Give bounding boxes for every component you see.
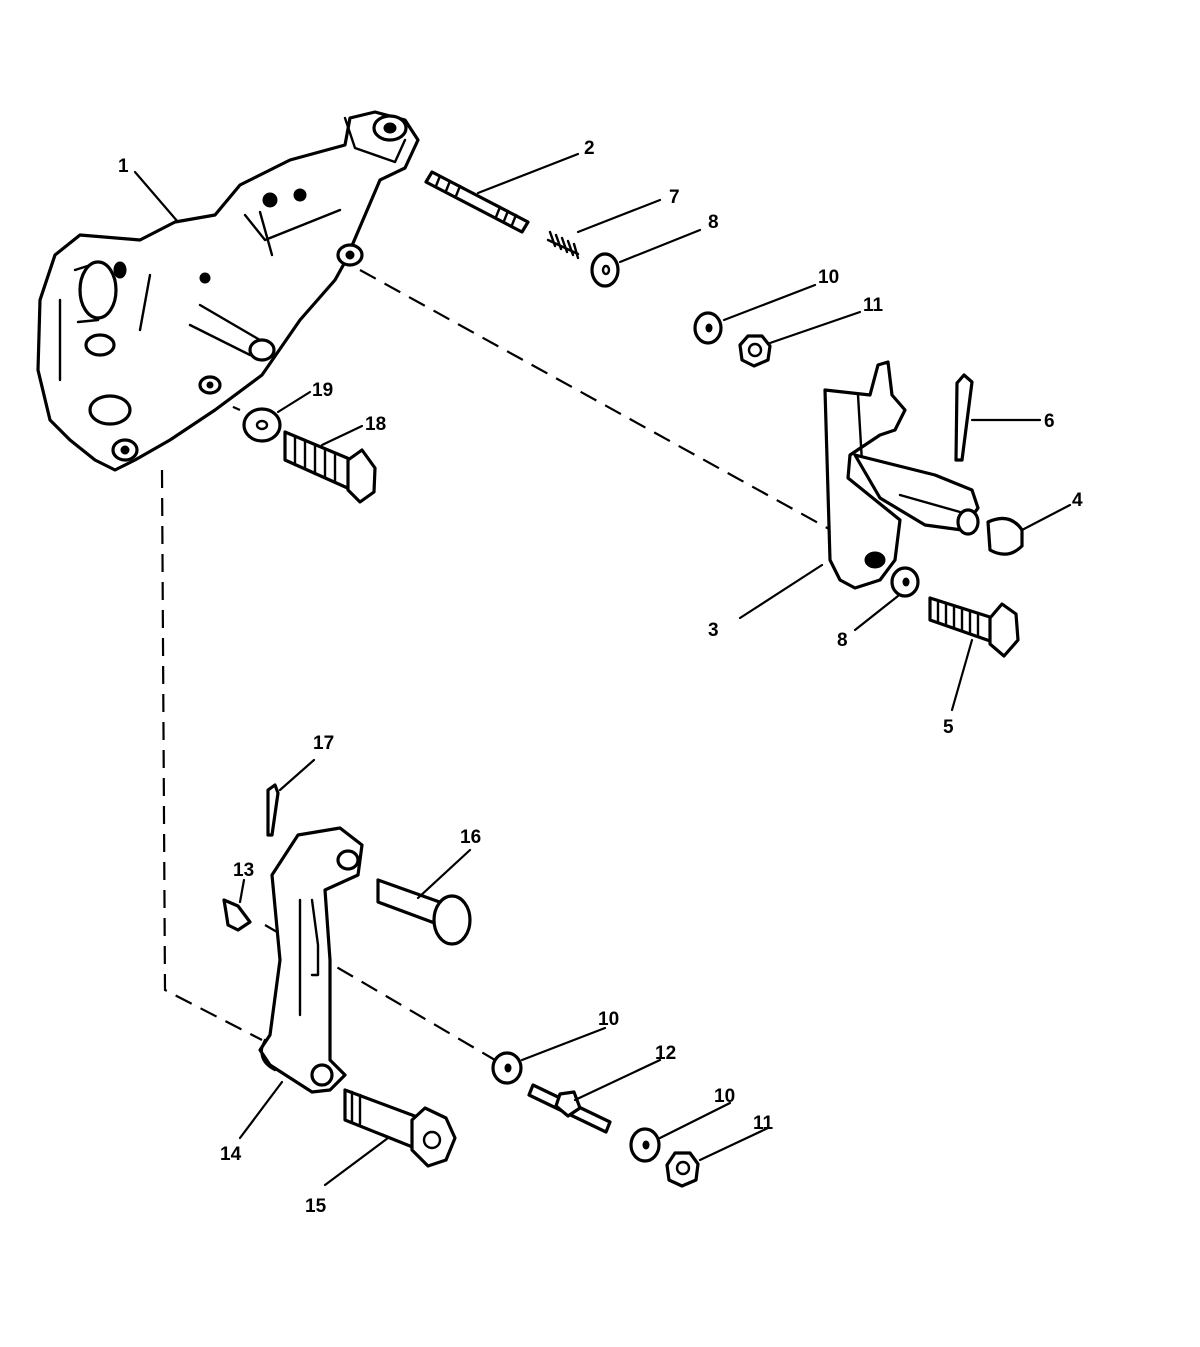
callout-19: 19 <box>312 380 333 401</box>
callout-labels: 1 2 7 8 10 11 6 4 3 8 5 19 18 17 16 13 1… <box>118 138 1083 1217</box>
part-4-cap <box>986 516 1024 556</box>
part-10-washer-lower <box>491 1051 523 1085</box>
callout-2: 2 <box>584 138 595 159</box>
leader-15 <box>323 1136 390 1187</box>
leader-10c <box>658 1101 732 1140</box>
part-17-cotter-pin <box>266 783 280 837</box>
leader-11b <box>698 1126 770 1162</box>
part-1-bracket <box>36 110 420 472</box>
leader-7 <box>576 198 662 234</box>
assembly-line-bracket-down <box>160 469 263 1041</box>
part-14-link-arm <box>258 826 364 1094</box>
leader-16 <box>416 848 472 900</box>
callout-10-bottom: 10 <box>714 1086 735 1107</box>
part-16-clevis-pin <box>376 878 472 946</box>
callout-7: 7 <box>669 187 680 208</box>
leader-18 <box>320 424 364 447</box>
leader-19 <box>276 390 312 414</box>
leader-14 <box>238 1080 284 1140</box>
leader-10a <box>722 283 817 322</box>
leader-13 <box>238 878 246 904</box>
callout-10-top: 10 <box>818 267 839 288</box>
part-10-washer-top <box>693 311 723 345</box>
part-19-washer <box>242 407 282 443</box>
part-2-stud <box>424 170 530 234</box>
leader-8b <box>853 594 900 632</box>
part-5-bolt <box>928 596 1020 658</box>
callout-8-middle: 8 <box>837 630 848 651</box>
leader-8a <box>618 228 702 264</box>
callout-5: 5 <box>943 717 954 738</box>
leader-4 <box>1020 503 1072 532</box>
part-12-stud <box>527 1083 612 1134</box>
callout-4: 4 <box>1072 490 1083 511</box>
leader-3 <box>738 563 824 620</box>
callout-11-top: 11 <box>863 295 884 316</box>
leader-10b <box>520 1026 607 1062</box>
callout-10-lower: 10 <box>598 1009 619 1030</box>
part-3-lever <box>823 360 980 590</box>
part-6-cotter-pin <box>954 373 974 462</box>
leader-2 <box>476 152 580 195</box>
part-7-spring <box>546 230 580 260</box>
callout-13: 13 <box>233 860 254 881</box>
part-8-washer-middle <box>890 566 920 598</box>
callout-1: 1 <box>118 156 129 177</box>
part-18-bolt <box>283 430 377 504</box>
assembly-line-bracket-to-lever <box>359 269 841 536</box>
part-13-bushing <box>222 898 252 932</box>
callout-15: 15 <box>305 1196 327 1217</box>
leader-12 <box>573 1058 662 1102</box>
callout-8-top: 8 <box>708 212 719 233</box>
callout-14: 14 <box>220 1144 242 1165</box>
part-8-washer-top <box>590 252 620 288</box>
leader-1 <box>133 170 180 224</box>
callout-3: 3 <box>708 620 719 641</box>
callout-18: 18 <box>365 414 386 435</box>
callout-12: 12 <box>655 1043 676 1064</box>
callout-16: 16 <box>460 827 481 848</box>
part-15-shoulder-bolt <box>343 1088 457 1168</box>
callout-6: 6 <box>1044 411 1055 432</box>
part-11-nut-top <box>738 334 772 368</box>
leader-5 <box>950 638 974 712</box>
leader-lines <box>133 152 1072 1187</box>
callout-17: 17 <box>313 733 334 754</box>
leader-11a <box>768 310 862 345</box>
leader-17 <box>278 758 316 792</box>
part-10-washer-bottom <box>629 1127 661 1163</box>
callout-11-bottom: 11 <box>753 1113 774 1134</box>
part-11-nut-bottom <box>665 1151 700 1188</box>
